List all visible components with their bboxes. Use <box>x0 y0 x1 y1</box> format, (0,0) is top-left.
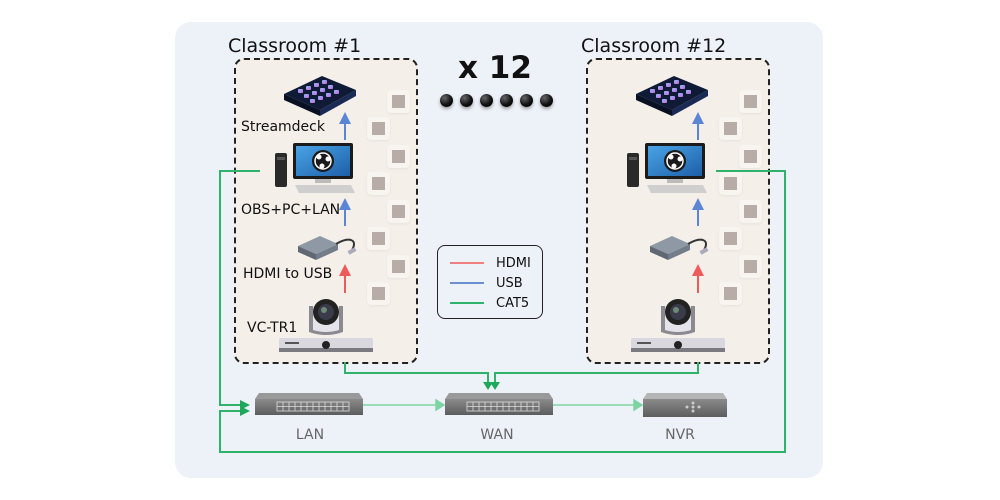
dot <box>500 94 513 107</box>
legend-item-hdmi: HDMI <box>450 254 531 272</box>
legend: HDMI USB CAT5 <box>437 245 543 319</box>
arrowhead <box>633 398 644 412</box>
classroom-1-title: Classroom #1 <box>228 35 362 57</box>
camera1-to-wan-cable <box>344 362 489 382</box>
arrowhead <box>483 382 493 390</box>
camera-label: VC-TR1 <box>247 320 298 336</box>
pc-label: OBS+PC+LAN <box>241 202 341 218</box>
legend-label: HDMI <box>496 255 531 271</box>
marker-square <box>367 227 390 250</box>
streamdeck-label: Streamdeck <box>241 119 325 135</box>
cat5-arrowheads <box>240 382 500 416</box>
pc-device <box>274 142 356 194</box>
usb-line-swatch <box>450 282 484 284</box>
cat5-line-swatch <box>450 302 484 304</box>
wan-label: WAN <box>480 427 514 443</box>
pc-device <box>626 142 708 194</box>
pc12-to-lan-cable <box>219 170 786 453</box>
hdmi-usb-adapter <box>297 235 358 261</box>
arrowhead <box>240 406 250 416</box>
camera-device <box>279 299 373 352</box>
marker-square <box>719 282 742 305</box>
marker-square <box>739 145 762 168</box>
marker-square <box>387 145 410 168</box>
legend-item-cat5: CAT5 <box>450 294 529 312</box>
wan-switch-device <box>444 392 554 416</box>
marker-square <box>367 172 390 195</box>
arrowhead <box>490 382 500 390</box>
pc1-to-lan-cable <box>219 170 260 406</box>
hdmi-line-swatch <box>450 262 484 264</box>
dot <box>460 94 473 107</box>
legend-label: CAT5 <box>496 295 530 311</box>
marker-square <box>719 172 742 195</box>
legend-item-usb: USB <box>450 274 523 292</box>
marker-square <box>719 227 742 250</box>
lan-label: LAN <box>295 427 325 443</box>
marker-square <box>719 117 742 140</box>
marker-square <box>387 90 410 113</box>
marker-square <box>387 255 410 278</box>
legend-label: USB <box>496 275 523 291</box>
marker-square <box>739 255 762 278</box>
camera12-to-wan-cable <box>494 362 699 382</box>
marker-square <box>387 200 410 223</box>
marker-square <box>739 200 762 223</box>
lan-switch-device <box>254 392 364 416</box>
cat5-connections <box>219 170 786 453</box>
hdmi-usb-adapter <box>649 235 710 261</box>
marker-square <box>367 117 390 140</box>
marker-square <box>739 90 762 113</box>
camera-device <box>631 299 725 352</box>
nvr-device <box>643 393 727 417</box>
dot <box>440 94 453 107</box>
dot <box>480 94 493 107</box>
dot <box>540 94 553 107</box>
multiplier-label: x 12 <box>458 50 532 86</box>
hdmi-usb-label: HDMI to USB <box>243 266 333 282</box>
dot <box>520 94 533 107</box>
streamdeck-device <box>284 76 356 116</box>
nvr-label: NVR <box>665 427 695 443</box>
lan-wan-nvr-links <box>363 398 644 412</box>
arrowhead <box>435 398 446 412</box>
marker-square <box>367 282 390 305</box>
streamdeck-device <box>636 76 708 116</box>
classroom-12-title: Classroom #12 <box>581 35 727 57</box>
